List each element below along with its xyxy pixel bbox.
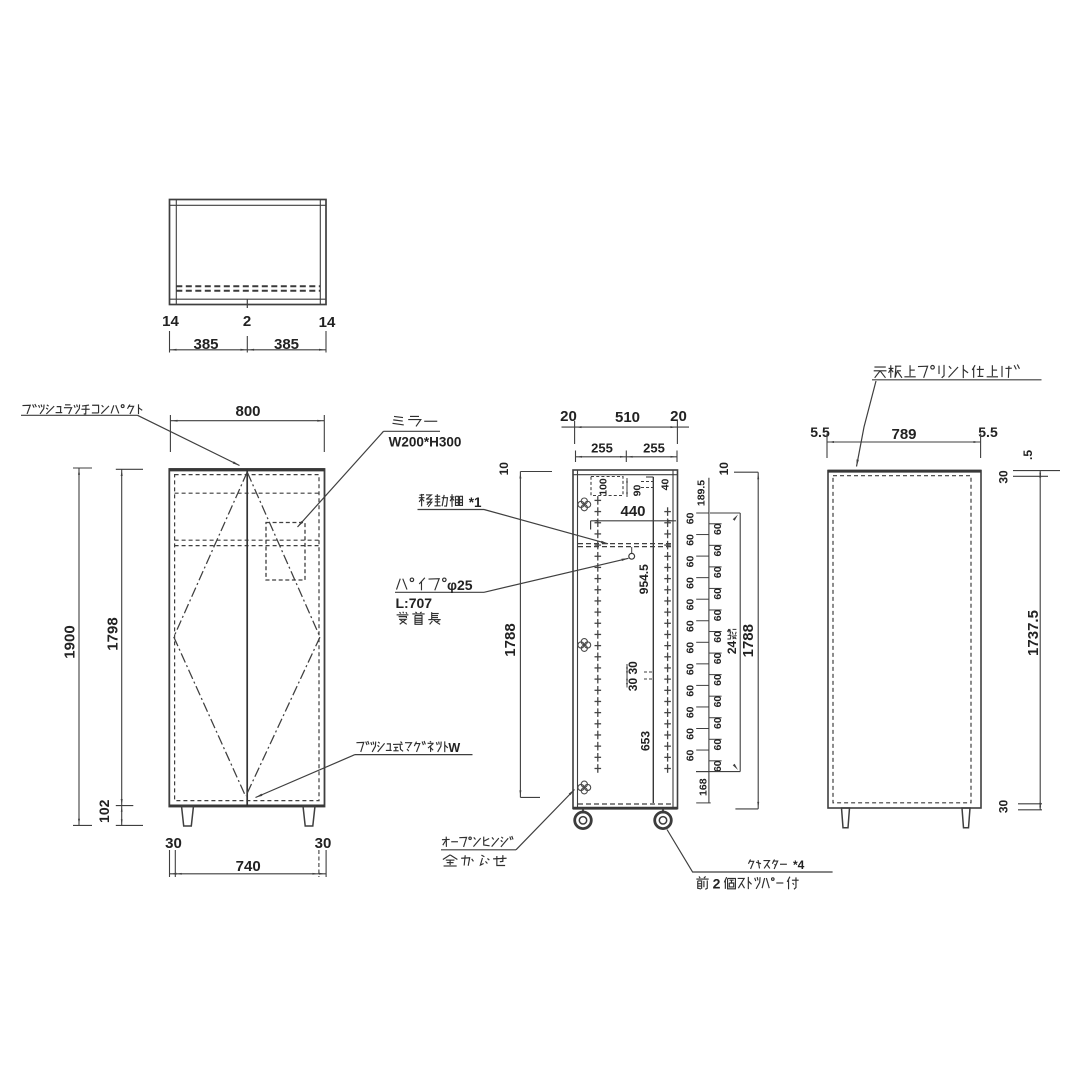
- svg-text:60: 60: [685, 706, 697, 718]
- svg-text:60: 60: [685, 663, 697, 675]
- svg-text:90: 90: [632, 485, 644, 497]
- svg-text:60: 60: [685, 599, 697, 611]
- svg-text:60: 60: [685, 620, 697, 632]
- svg-text:2: 2: [243, 313, 251, 330]
- svg-text:60: 60: [712, 739, 724, 751]
- svg-text:14: 14: [319, 314, 336, 331]
- svg-text:L:707: L:707: [396, 595, 433, 611]
- svg-text:2: 2: [713, 876, 721, 892]
- svg-text:60: 60: [685, 642, 697, 654]
- svg-text:60: 60: [712, 523, 724, 535]
- svg-text:1798: 1798: [105, 617, 122, 650]
- svg-text:.5: .5: [1021, 450, 1035, 460]
- svg-text:60: 60: [685, 555, 697, 567]
- svg-text:W200*H300: W200*H300: [389, 435, 462, 450]
- svg-text:168: 168: [698, 778, 710, 796]
- svg-text:1788: 1788: [502, 623, 519, 656]
- svg-text:5.5: 5.5: [978, 424, 998, 440]
- svg-text:440: 440: [620, 503, 645, 520]
- svg-text:100: 100: [597, 478, 609, 496]
- svg-text:30: 30: [997, 470, 1011, 484]
- svg-text:1737.5: 1737.5: [1025, 610, 1042, 656]
- svg-text:60: 60: [712, 609, 724, 621]
- svg-text:189.5: 189.5: [696, 480, 708, 506]
- svg-text:385: 385: [274, 336, 299, 353]
- svg-text:60: 60: [685, 577, 697, 589]
- svg-text:φ25: φ25: [447, 577, 473, 593]
- svg-text:20: 20: [670, 408, 687, 425]
- svg-text:1788: 1788: [740, 624, 757, 657]
- svg-text:60: 60: [712, 760, 724, 772]
- svg-text:14: 14: [162, 313, 179, 330]
- svg-text:60: 60: [685, 534, 697, 546]
- svg-text:510: 510: [615, 409, 640, 426]
- svg-text:1900: 1900: [62, 625, 79, 658]
- svg-text:60: 60: [712, 696, 724, 708]
- svg-text:*1: *1: [469, 495, 482, 510]
- svg-text:60: 60: [712, 631, 724, 643]
- svg-text:255: 255: [591, 441, 613, 456]
- svg-text:10: 10: [497, 462, 511, 476]
- svg-text:*4: *4: [793, 858, 805, 872]
- svg-text:30: 30: [997, 800, 1011, 814]
- svg-text:740: 740: [236, 858, 261, 875]
- svg-text:60: 60: [712, 652, 724, 664]
- svg-text:653: 653: [639, 731, 653, 751]
- svg-text:255: 255: [643, 441, 665, 456]
- svg-text:24: 24: [725, 641, 739, 655]
- svg-text:40: 40: [659, 479, 671, 491]
- svg-text:60: 60: [712, 674, 724, 686]
- svg-text:5.5: 5.5: [810, 424, 830, 440]
- svg-text:60: 60: [712, 717, 724, 729]
- svg-text:30: 30: [165, 835, 182, 852]
- svg-text:20: 20: [560, 408, 577, 425]
- svg-text:W: W: [448, 741, 460, 755]
- svg-text:789: 789: [891, 426, 916, 443]
- svg-text:60: 60: [685, 728, 697, 740]
- svg-text:102: 102: [96, 799, 112, 823]
- svg-text:60: 60: [712, 588, 724, 600]
- svg-text:954.5: 954.5: [637, 564, 651, 594]
- svg-text:800: 800: [235, 403, 260, 420]
- svg-text:30 30: 30 30: [626, 661, 640, 691]
- svg-text:60: 60: [685, 685, 697, 697]
- svg-text:60: 60: [712, 545, 724, 557]
- svg-text:60: 60: [685, 749, 697, 761]
- svg-text:60: 60: [712, 566, 724, 578]
- svg-text:10: 10: [717, 462, 731, 476]
- svg-text:30: 30: [315, 835, 332, 852]
- svg-text:60: 60: [685, 512, 697, 524]
- svg-text:385: 385: [193, 336, 218, 353]
